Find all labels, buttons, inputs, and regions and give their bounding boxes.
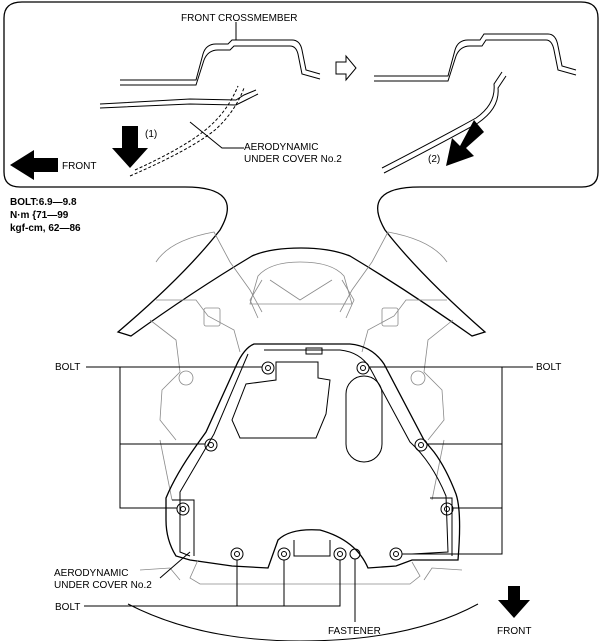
label-bolt-bottom: BOLT	[55, 602, 80, 613]
label-fastener: FASTENER	[328, 626, 381, 637]
torque-line3: kgf-cm, 62—86	[10, 223, 81, 234]
torque-line1: BOLT:6.9—9.8	[10, 197, 77, 208]
crossmember-section-left	[99, 39, 321, 177]
label-aero-line1: AERODYNAMIC	[244, 142, 318, 153]
label-bottom-aero-line2: UNDER COVER No.2	[54, 580, 152, 591]
aero-under-cover	[139, 343, 463, 585]
label-step1: (1)	[145, 129, 157, 140]
fastener-icon	[349, 548, 361, 560]
torque-line2: N·m {71—99	[10, 210, 69, 221]
arrow-right-hollow-icon	[335, 54, 357, 82]
label-front-bottom: FRONT	[497, 626, 531, 637]
label-aero-line2: UNDER COVER No.2	[244, 154, 342, 165]
label-bolt-right: BOLT	[536, 362, 561, 373]
bolts	[176, 361, 454, 561]
arrow-down-icon-1	[112, 126, 148, 168]
arrow-down-left-icon-2	[446, 120, 484, 166]
label-front-inset: FRONT	[62, 161, 96, 172]
label-bottom-aero-line1: AERODYNAMIC	[54, 568, 128, 579]
inset-balloon	[3, 1, 599, 337]
engine-background	[149, 231, 454, 501]
crossmember-section-right	[374, 33, 577, 174]
label-bolt-left: BOLT	[55, 362, 80, 373]
label-front-crossmember: FRONT CROSSMEMBER	[181, 13, 298, 24]
label-step2: (2)	[428, 154, 440, 165]
arrow-left-icon	[10, 150, 58, 180]
view-boundary-arc	[127, 603, 479, 641]
leaders	[84, 366, 533, 622]
arrow-down-icon	[498, 586, 530, 618]
leader-aero-inset	[189, 121, 244, 149]
